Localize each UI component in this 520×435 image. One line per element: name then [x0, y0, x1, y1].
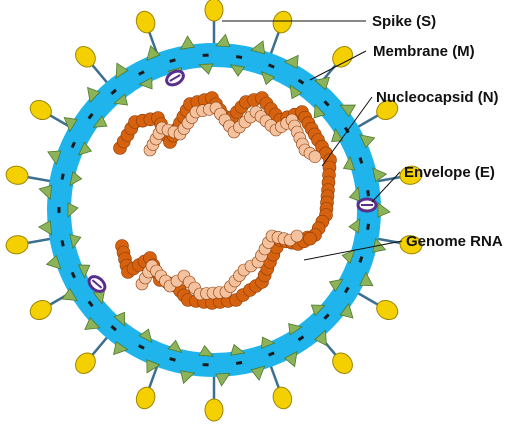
label-envelope: Envelope (E)	[404, 165, 495, 180]
rna-bead	[291, 230, 303, 242]
membrane-protein	[231, 65, 245, 76]
membrane-protein-anchor	[360, 257, 362, 263]
spike-head	[270, 385, 294, 412]
membrane-protein	[349, 187, 359, 201]
rna-bead	[309, 151, 321, 163]
membrane-protein-anchor	[62, 174, 63, 180]
membrane-protein	[231, 345, 245, 356]
membrane-protein	[199, 346, 213, 356]
membrane-protein-anchor	[170, 359, 176, 361]
membrane-protein-anchor	[368, 224, 369, 230]
membrane-protein-anchor	[368, 190, 369, 196]
membrane-protein-anchor	[269, 65, 275, 67]
membrane-protein	[378, 203, 390, 217]
spike-head	[373, 297, 401, 324]
membrane-proteins	[39, 34, 390, 385]
membrane-protein	[181, 36, 195, 49]
membrane-protein-anchor	[62, 240, 63, 246]
membrane-protein	[39, 185, 51, 199]
membrane-protein	[216, 373, 230, 385]
spike-head	[133, 385, 157, 412]
spike-head	[5, 164, 30, 186]
spike-head	[133, 9, 157, 36]
spike-head	[270, 9, 294, 36]
membrane-protein	[39, 221, 52, 235]
genome-rna-strands	[114, 92, 337, 310]
label-spike: Spike (S)	[372, 14, 436, 29]
membrane-protein	[68, 203, 78, 217]
label-nucleocapsid: Nucleocapsid (N)	[376, 90, 499, 105]
nucleocapsid-segment	[136, 230, 303, 300]
spike-head	[5, 234, 30, 256]
membrane-protein	[216, 34, 230, 46]
membrane-protein-anchor	[360, 158, 362, 164]
label-genome-rna: Genome RNA	[406, 234, 503, 249]
spike-head	[27, 97, 55, 124]
membrane-protein-anchor	[269, 353, 275, 355]
spike-head	[205, 0, 223, 21]
membrane-protein-anchor	[236, 57, 242, 58]
membrane-protein-anchor	[236, 362, 242, 363]
spike-head	[27, 297, 55, 324]
label-membrane: Membrane (M)	[373, 44, 475, 59]
membrane-protein-anchor	[170, 60, 176, 62]
membrane-protein	[349, 219, 360, 233]
rna-bead	[304, 232, 317, 245]
spike-head	[205, 399, 223, 421]
membrane-protein	[181, 371, 195, 384]
membrane-protein	[199, 64, 213, 74]
